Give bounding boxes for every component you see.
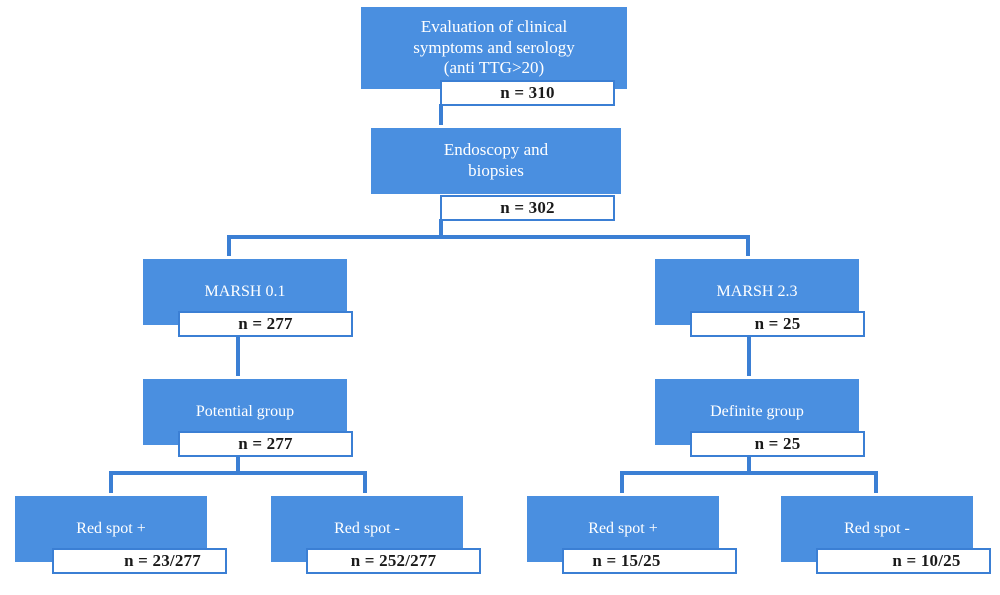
node-potential-red-spot-pos-label: Red spot + (76, 520, 146, 538)
node-definite-red-spot-pos-label: Red spot + (588, 520, 658, 538)
node-potential-group-label: Potential group (195, 403, 295, 421)
connector-to-definite-red-spot-pos (620, 471, 624, 493)
connector-marsh01-to-potential (236, 337, 240, 377)
count-evaluation-value: n = 310 (500, 83, 555, 102)
node-marsh01-label: MARSH 0.1 (204, 283, 286, 301)
count-potential-group-value: n = 277 (238, 434, 293, 453)
connector-potential-bar (109, 471, 367, 475)
node-evaluation-label: Evaluation of clinical symptoms and sero… (413, 16, 575, 78)
node-definite-red-spot-neg-label: Red spot - (844, 520, 910, 538)
count-definite-red-spot-pos-value: n = 15/25 (592, 551, 661, 570)
connector-to-marsh01 (227, 235, 231, 257)
connector-marsh23-to-definite (747, 337, 751, 377)
count-potential-red-spot-pos-value: n = 23/277 (124, 551, 201, 570)
connector-definite-bar (620, 471, 878, 475)
connector-to-potential-red-spot-neg (363, 471, 367, 493)
count-definite-red-spot-neg: n = 10/25 (816, 548, 991, 574)
count-marsh01: n = 277 (178, 311, 353, 337)
connector-definite-stem (747, 457, 751, 474)
connector-potential-stem (236, 457, 240, 474)
connector-to-marsh23 (746, 235, 750, 257)
connector-to-definite-red-spot-neg (874, 471, 878, 493)
count-evaluation: n = 310 (440, 80, 615, 106)
count-marsh01-value: n = 277 (238, 314, 293, 333)
connector-endoscopy-stem (439, 219, 443, 239)
connector-to-potential-red-spot-pos (109, 471, 113, 493)
count-endoscopy-value: n = 302 (500, 198, 555, 217)
node-endoscopy[interactable]: Endoscopy and biopsies (368, 125, 624, 197)
connector-endoscopy-bar (227, 235, 750, 239)
count-potential-red-spot-pos: n = 23/277 (52, 548, 227, 574)
node-evaluation[interactable]: Evaluation of clinical symptoms and sero… (358, 4, 630, 92)
count-potential-red-spot-neg-value: n = 252/277 (350, 551, 437, 570)
node-marsh23-label: MARSH 2.3 (716, 283, 798, 301)
count-definite-group: n = 25 (690, 431, 865, 457)
node-definite-group-label: Definite group (710, 403, 804, 421)
count-potential-group: n = 277 (178, 431, 353, 457)
node-potential-red-spot-neg[interactable]: Red spot - (268, 493, 466, 565)
count-definite-group-value: n = 25 (754, 434, 801, 453)
node-endoscopy-label: Endoscopy and biopsies (443, 140, 549, 180)
count-definite-red-spot-neg-value: n = 10/25 (892, 551, 961, 570)
connector-evaluation-to-endoscopy (439, 104, 443, 126)
count-definite-red-spot-pos: n = 15/25 (562, 548, 737, 574)
count-potential-red-spot-neg: n = 252/277 (306, 548, 481, 574)
count-endoscopy: n = 302 (440, 195, 615, 221)
count-marsh23-value: n = 25 (754, 314, 801, 333)
node-potential-red-spot-neg-label: Red spot - (334, 520, 400, 538)
count-marsh23: n = 25 (690, 311, 865, 337)
